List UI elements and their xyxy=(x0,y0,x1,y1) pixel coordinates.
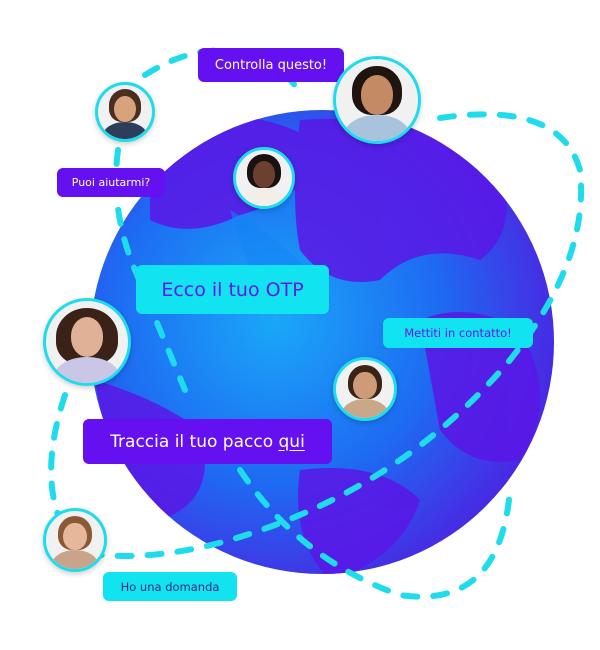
message-otp: Ecco il tuo OTP xyxy=(136,265,329,314)
avatar-man-beard xyxy=(333,357,397,421)
avatar-man-long-hair xyxy=(95,82,155,142)
message-text: Puoi aiutarmi? xyxy=(71,176,151,189)
message-puoi-aiutarmi: Puoi aiutarmi? xyxy=(57,168,165,197)
avatar-woman-dark-hair xyxy=(333,56,421,144)
message-text: Controlla questo! xyxy=(214,57,328,73)
avatar-woman-blonde xyxy=(43,508,107,572)
avatar-woman-curly-hair xyxy=(43,298,131,386)
message-ho-una-domanda: Ho una domanda xyxy=(103,572,237,601)
message-text: Ecco il tuo OTP xyxy=(161,278,304,301)
tracking-link[interactable]: qui xyxy=(278,431,305,452)
avatar-woman-smiling xyxy=(233,147,295,209)
message-controlla-questo: Controlla questo! xyxy=(198,48,344,82)
message-contatto: Mettiti in contatto! xyxy=(383,318,533,348)
message-text: Mettiti in contatto! xyxy=(404,326,512,340)
message-traccia-pacco: Traccia il tuo pacco qui xyxy=(83,419,332,464)
message-text: Ho una domanda xyxy=(120,579,220,594)
message-text: Traccia il tuo pacco xyxy=(110,431,279,452)
